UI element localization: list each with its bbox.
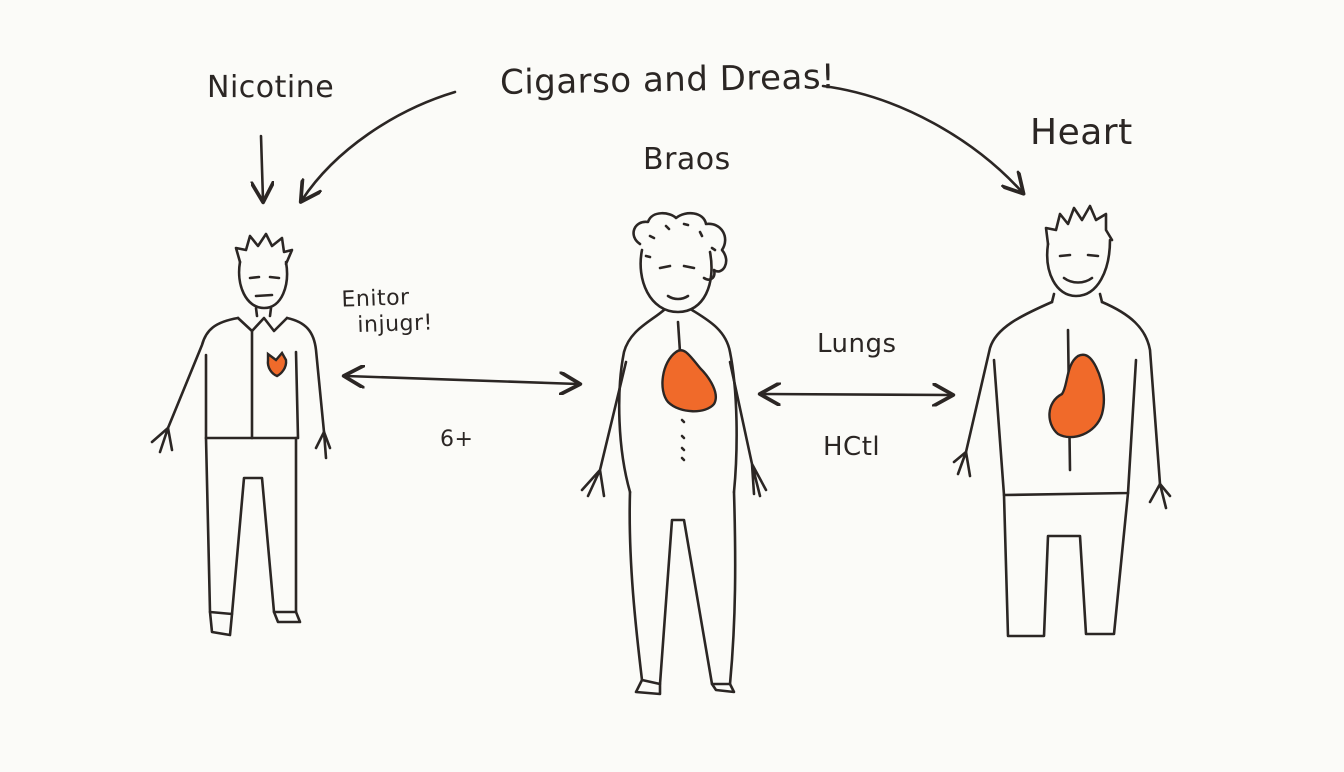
double-arrow-left xyxy=(346,376,578,384)
right-person-heart-organ xyxy=(1048,353,1105,439)
diagram-title-label: Cigarso and Dreas! xyxy=(499,57,836,103)
lungs-label: Lungs xyxy=(817,329,897,359)
brain-label: Braos xyxy=(643,142,731,177)
left-person-figure xyxy=(150,232,332,637)
middle-person-heart-organ xyxy=(661,349,717,413)
nicotine-label: Nicotine xyxy=(207,70,335,105)
left-person-heart-organ xyxy=(266,350,288,378)
heart-label: Heart xyxy=(1030,112,1133,153)
arrow-title-to-left-person xyxy=(302,90,457,200)
arrow-title-to-heart xyxy=(821,84,1022,192)
arrow-nicotine-to-person xyxy=(261,134,263,200)
double-arrow-right xyxy=(762,394,951,395)
injury-label: Enitor injugr! xyxy=(341,285,434,339)
right-arrow-code-label: HCtl xyxy=(823,432,881,462)
left-arrow-code-label: 6+ xyxy=(440,427,474,452)
middle-person-figure xyxy=(580,211,768,696)
